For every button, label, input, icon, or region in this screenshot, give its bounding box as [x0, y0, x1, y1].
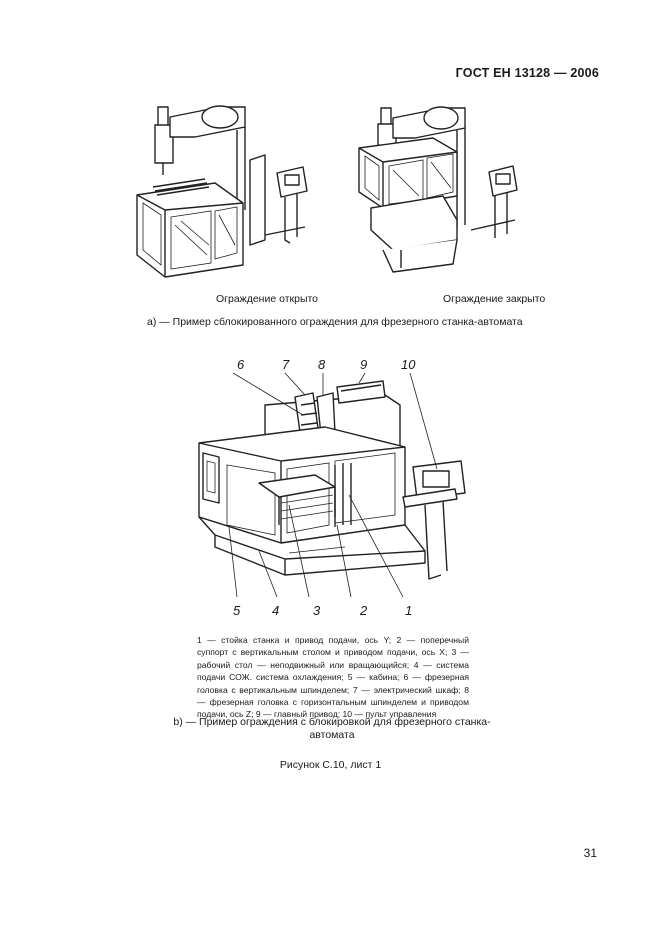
callout-9: 9 [360, 357, 368, 372]
figure-a-subcaption: а) — Пример сблокированного ограждения д… [147, 316, 523, 328]
document-header: ГОСТ ЕН 13128 — 2006 [455, 66, 599, 80]
callout-7: 7 [282, 357, 290, 372]
callout-4: 4 [272, 603, 280, 618]
callout-1: 1 [405, 603, 413, 618]
page-number: 31 [583, 846, 597, 860]
callout-6: 6 [237, 357, 245, 372]
figure-b-legend: 1 — стойка станка и привод подачи, ось Y… [197, 634, 469, 721]
machine-guard-open-illustration [136, 105, 308, 278]
figure-b-subcaption: b) — Пример ограждения с блокировкой для… [173, 716, 491, 741]
callout-10: 10 [401, 357, 416, 372]
guard-open-caption: Ограждение открыто [216, 293, 319, 305]
guard-closed-caption: Ограждение закрыто [443, 293, 546, 305]
legend-text: 1 — стойка станка и привод подачи, ось Y… [197, 635, 469, 720]
figure-title: Рисунок С.10, лист 1 [279, 759, 382, 771]
machine-guard-closed-illustration [358, 106, 518, 273]
callout-2: 2 [360, 603, 368, 618]
callout-3: 3 [313, 603, 321, 618]
callout-8: 8 [318, 357, 326, 372]
milling-machine-guard-illustration [198, 372, 466, 598]
callout-5: 5 [233, 603, 241, 618]
